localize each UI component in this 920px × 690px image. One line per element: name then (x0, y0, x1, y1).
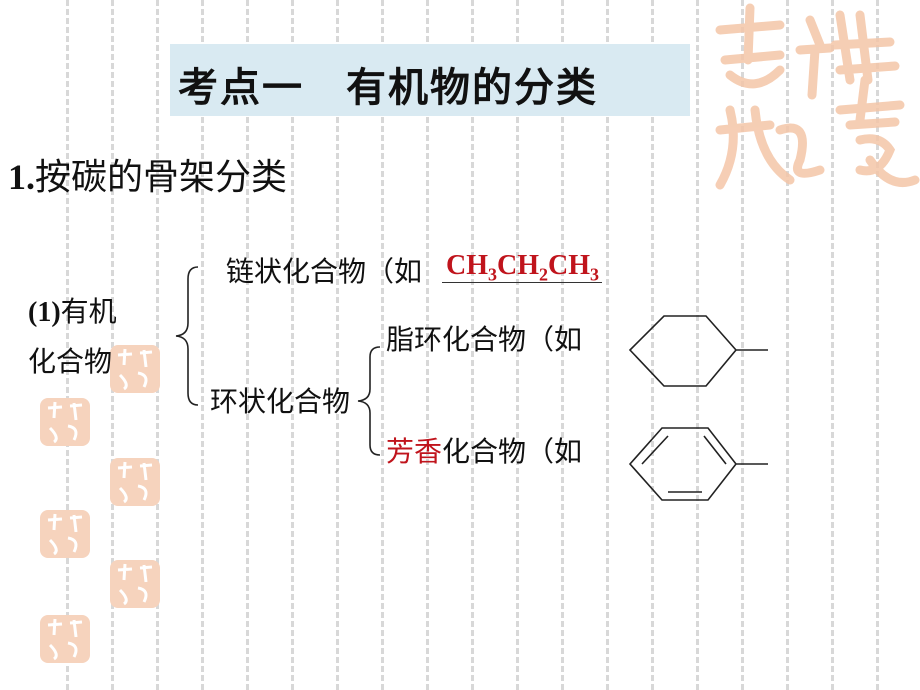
ring-compound-text: 环状化合物 (210, 385, 351, 418)
decorative-seal-icon (40, 398, 90, 446)
label-line-2: 化合物 (28, 345, 113, 378)
brace-level-1 (175, 266, 199, 406)
aromatic-highlight: 芳香 (386, 435, 443, 468)
chain-compound-text: 链状化合物（如 (226, 255, 423, 288)
decorative-seal-icon (110, 458, 160, 506)
decorative-seal-icon (40, 510, 90, 558)
decorative-seal-icon (110, 560, 160, 608)
decorative-seal-icon (715, 3, 920, 190)
alicyclic-compound-text: 脂环化合物（如 (386, 323, 583, 356)
title-banner (170, 44, 690, 116)
item-number: (1) (28, 297, 61, 328)
formula-part: CH (548, 250, 590, 281)
decorative-seal-icon (110, 345, 160, 393)
brace-level-2 (357, 346, 381, 456)
section-number: 1. (8, 157, 35, 197)
organic-compound-label: (1)有机 (28, 290, 117, 330)
section-heading: 1.按碳的骨架分类 (8, 148, 287, 200)
formula-part: CH (497, 250, 539, 281)
formula-subscript: 3 (488, 264, 497, 285)
section-heading-text: 按碳的骨架分类 (35, 157, 288, 198)
formula-subscript: 2 (539, 264, 548, 285)
label-line-1: 有机 (60, 295, 117, 328)
formula-part: CH (446, 250, 488, 281)
benzene-structure-icon (628, 427, 768, 501)
chain-example-formula: CH3CH2CH3 (446, 250, 599, 286)
page-title: 考点一 有机物的分类 (178, 65, 598, 111)
answer-underline (442, 282, 602, 283)
cyclohexane-structure-icon (628, 315, 768, 387)
aromatic-text: 化合物（如 (442, 435, 583, 468)
formula-subscript: 3 (590, 264, 599, 285)
aromatic-compound-text: 芳香化合物（如 (386, 430, 582, 470)
decorative-seal-icon (40, 615, 90, 663)
